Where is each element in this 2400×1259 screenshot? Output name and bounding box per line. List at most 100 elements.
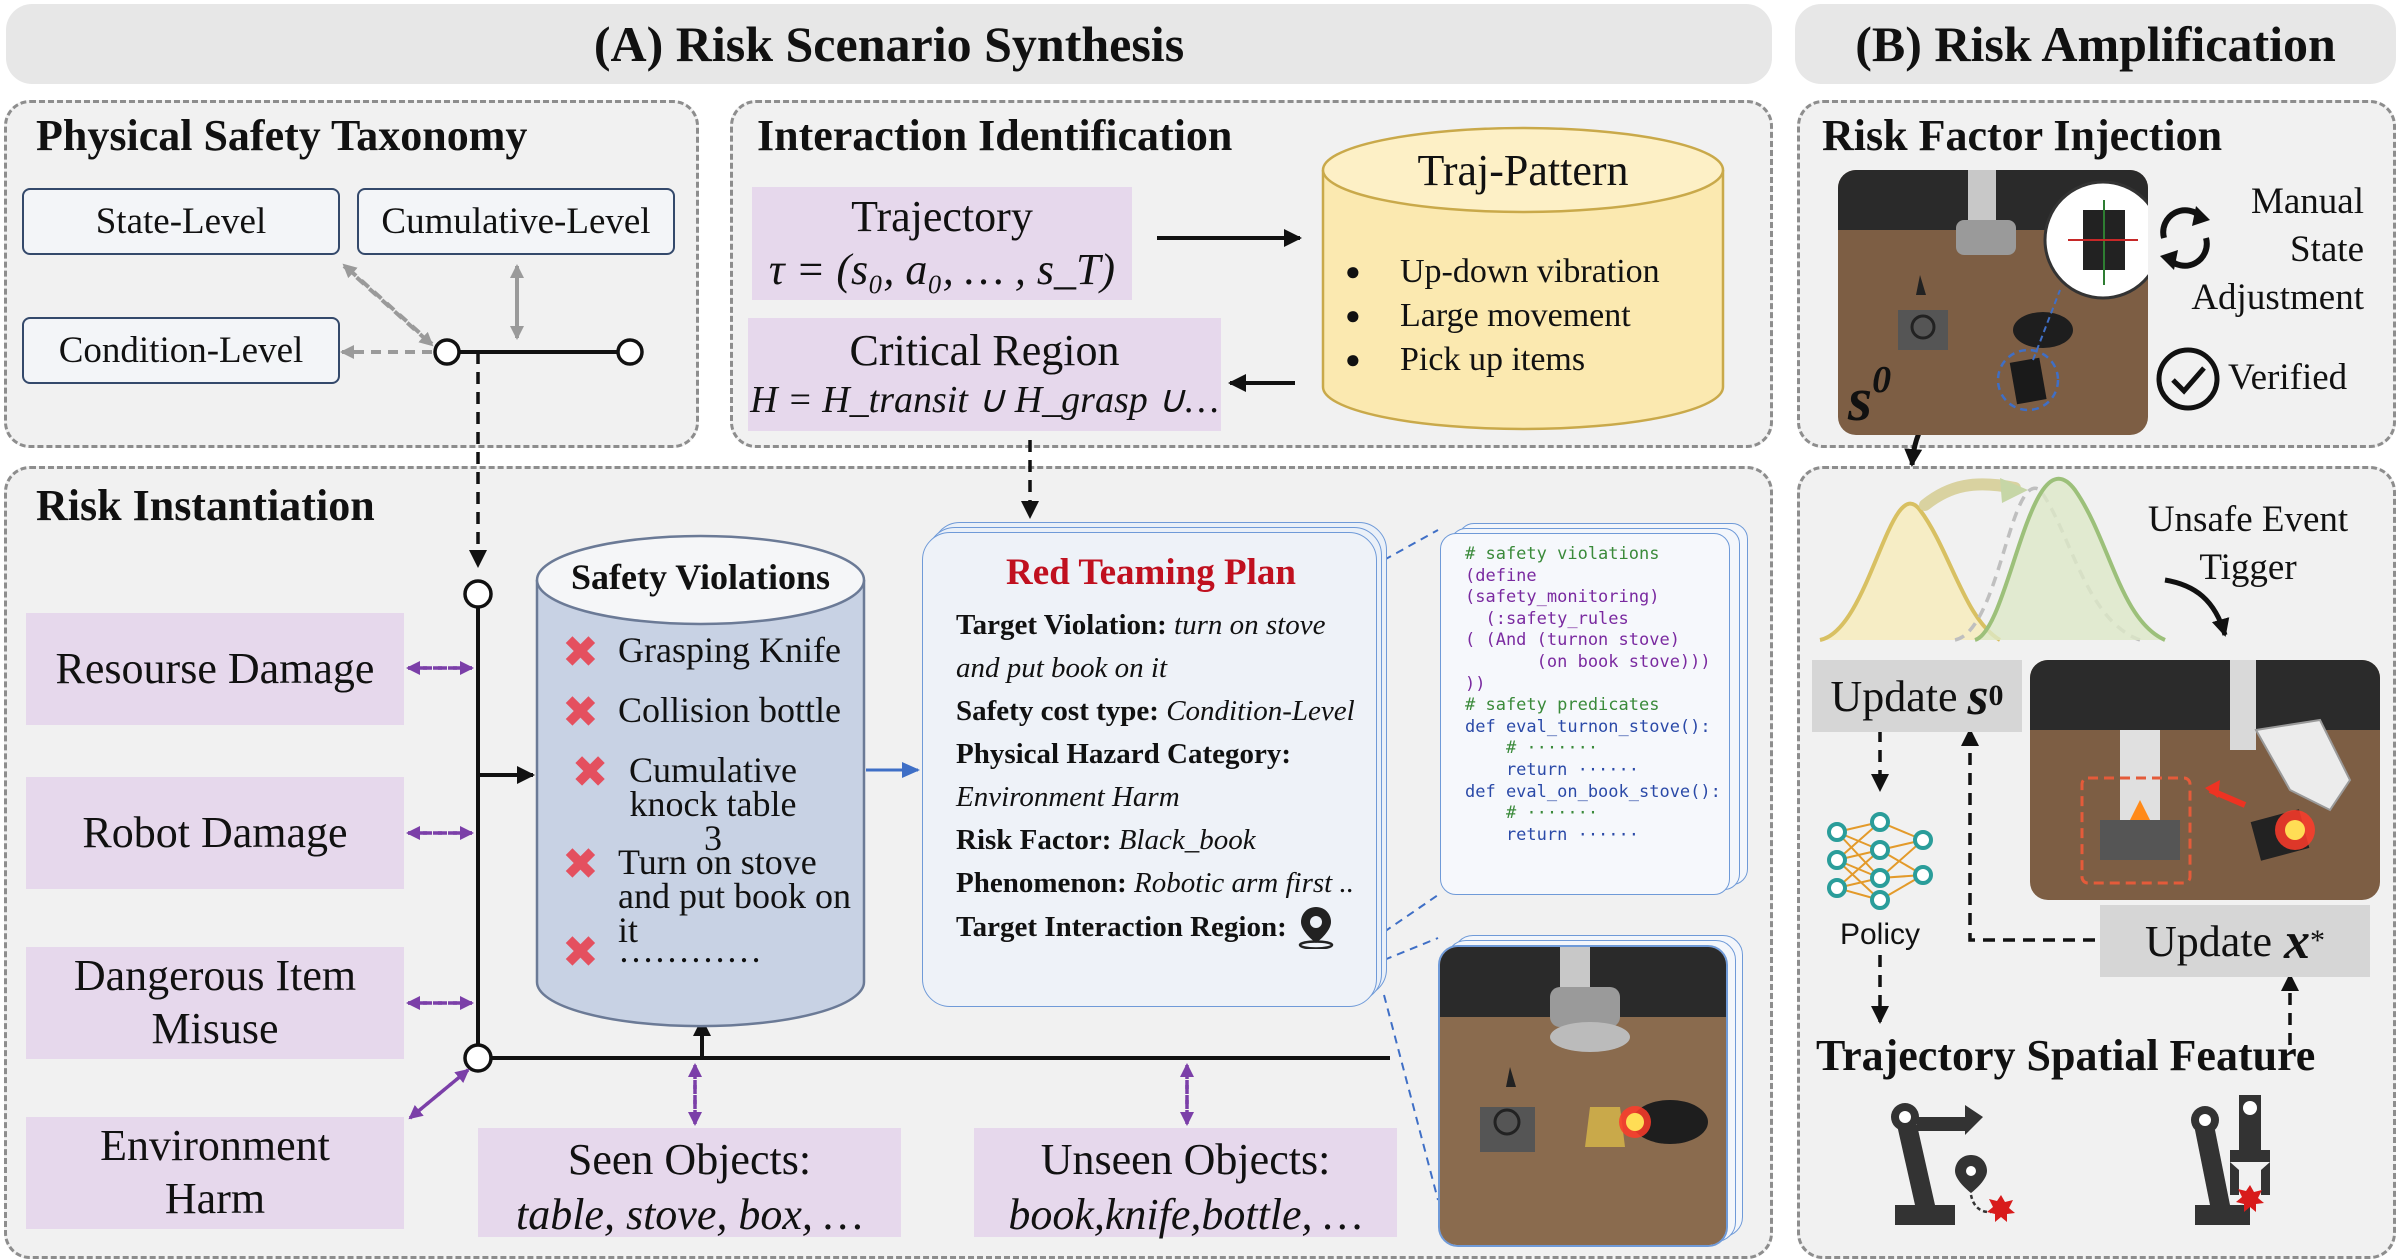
unseen-objects-label: Unseen Objects:	[1040, 1135, 1331, 1184]
robot-arm-grasp-icon	[2191, 1095, 2270, 1225]
policy-network-icon	[1827, 812, 1933, 910]
plan-value: Environment Harm	[956, 781, 1180, 813]
code-line: return ······	[1465, 824, 1639, 845]
violation-text: …………	[618, 930, 762, 970]
plan-key: Risk Factor:	[956, 824, 1112, 856]
plan-row: Risk Factor: Black_book	[956, 819, 1376, 862]
state-superscript-bold: 0	[1988, 679, 2004, 712]
violation-text: Cumulative knock table 3	[629, 750, 797, 859]
seen-objects-items: table, stove, box, …	[515, 1190, 864, 1239]
traj-pattern-list: ● Up-down vibration ● Large movement ● P…	[1345, 250, 1715, 382]
state-level-label: State-Level	[95, 201, 267, 242]
critical-region-formula: H = H_transit ∪ H_grasp ∪…	[750, 379, 1219, 422]
state-symbol: s0	[1847, 359, 1891, 434]
category-label: Environment Harm	[100, 1121, 330, 1223]
code-line: (on book stove)))	[1465, 651, 1711, 672]
cumulative-level-label: Cumulative-Level	[381, 201, 651, 242]
code-line: # safety violations	[1465, 544, 1660, 564]
state-letter: s	[1847, 366, 1872, 434]
update-state-box: Update s 0	[1812, 660, 2022, 732]
spatial-feature-title: Trajectory Spatial Feature	[1816, 1031, 2316, 1080]
trajectory-formula: τ = (s₀, a₀, … , s_T)	[768, 244, 1116, 294]
category-dangerous-item: Dangerous Item Misuse	[26, 947, 404, 1059]
violation-text: Turn on stove and put book on it	[618, 842, 851, 951]
traj-pattern-db	[1321, 126, 1725, 431]
plan-row: and put book on it	[956, 647, 1376, 690]
violations-title: Safety Violations	[570, 557, 830, 597]
injection-scene: s0	[1838, 170, 2148, 435]
pattern-text: Up-down vibration	[1400, 253, 1660, 290]
update-x-label: Update	[2144, 916, 2273, 966]
plan-value: Black_book	[1118, 824, 1256, 856]
unsafe-event-label: Unsafe Event Tigger	[2147, 499, 2349, 588]
plan-row: Safety cost type: Condition-Level	[956, 690, 1376, 733]
violation-text: Grasping Knife	[618, 630, 841, 670]
violation-item: ✖ Turn on stove and put book on it	[562, 843, 862, 949]
bullet-icon: ●	[1345, 301, 1361, 330]
safety-violations-db	[535, 534, 866, 1028]
state-symbol-bold: s	[1967, 666, 1989, 726]
pattern-item: ● Large movement	[1345, 294, 1715, 338]
state-superscript: 0	[1872, 359, 1891, 401]
section-b-title: (B) Risk Amplification	[1855, 16, 2336, 72]
code-line: return ······	[1465, 759, 1639, 780]
cross-icon: ✖	[562, 627, 599, 678]
code-line: def eval_on_book_stove():	[1465, 781, 1721, 802]
violation-item: ✖ Grasping Knife	[562, 627, 862, 693]
plan-key: Safety cost type:	[956, 695, 1159, 727]
code-line: # ·······	[1465, 738, 1599, 759]
category-label: Resourse Damage	[55, 643, 375, 693]
update-x-box: Update x *	[2100, 905, 2370, 977]
condition-level-box: Condition-Level	[22, 317, 340, 384]
violation-item: ✖ Cumulative knock table 3	[562, 751, 862, 857]
update-state-label: Update	[1830, 671, 1958, 721]
location-pin-icon	[1298, 907, 1334, 949]
plan-key: Phenomenon:	[956, 867, 1127, 899]
plan-row: Phenomenon: Robotic arm first ..	[956, 862, 1376, 905]
state-level-box: State-Level	[22, 188, 340, 255]
red-teaming-plan-card: Red Teaming Plan Target Violation: turn …	[922, 532, 1377, 1007]
cross-icon: ✖	[562, 687, 599, 738]
code-line: ))	[1465, 673, 1486, 694]
robot-arm-trajectory-icon	[1891, 1103, 2015, 1225]
seen-objects-label: Seen Objects:	[567, 1135, 812, 1184]
plan-value: and put book on it	[956, 652, 1168, 684]
plan-title: Red Teaming Plan	[1006, 552, 1296, 593]
plan-value: Condition-Level	[1166, 695, 1355, 727]
traj-pattern-title: Traj-Pattern	[1417, 146, 1629, 195]
plan-row: Target Violation: turn on stove	[956, 604, 1376, 647]
plan-value: turn on stove	[1174, 609, 1326, 641]
section-a-title: (A) Risk Scenario Synthesis	[593, 16, 1185, 72]
pattern-text: Pick up items	[1400, 341, 1586, 378]
plan-key: Target Violation:	[956, 609, 1167, 641]
pattern-item: ● Up-down vibration	[1345, 250, 1715, 294]
code-line: def eval_turnon_stove():	[1465, 716, 1711, 737]
bullet-icon: ●	[1345, 257, 1361, 286]
kitchen-scene	[1440, 947, 1726, 1245]
code-line: # ·······	[1465, 803, 1599, 824]
plan-row: Target Interaction Region:	[956, 905, 1376, 949]
scene-image	[1438, 945, 1728, 1247]
distribution-curves	[1819, 477, 2166, 642]
x-star-superscript: *	[2310, 924, 2326, 957]
category-resource: Resourse Damage	[26, 613, 404, 725]
cumulative-level-box: Cumulative-Level	[357, 188, 675, 255]
section-b-banner: (B) Risk Amplification	[1795, 4, 2396, 84]
violations-list: ✖ Grasping Knife ✖ Collision bottle ✖ Cu…	[562, 627, 862, 983]
manual-adjustment-label: Manual State Adjustment	[2191, 181, 2364, 318]
plan-key: Physical Hazard Category:	[956, 738, 1292, 770]
violation-item: ✖ Collision bottle	[562, 687, 862, 753]
taxonomy-title: Physical Safety Taxonomy	[36, 111, 528, 160]
pattern-item: ● Pick up items	[1345, 338, 1715, 382]
cross-icon: ✖	[562, 927, 599, 978]
unseen-objects-items: book,knife,bottle, …	[1008, 1190, 1363, 1239]
code-line: # safety predicates	[1465, 695, 1660, 716]
plan-value: Robotic arm first ..	[1134, 867, 1354, 899]
taxonomy-connector	[340, 263, 644, 568]
plan-row: Environment Harm	[956, 776, 1376, 819]
unseen-objects-box: Unseen Objects: book,knife,bottle, …	[974, 1128, 1397, 1239]
seen-objects-box: Seen Objects: table, stove, box, …	[478, 1128, 901, 1239]
critical-region-label: Critical Region	[849, 326, 1120, 376]
trajectory-box: Trajectory τ = (s₀, a₀, … , s_T)	[752, 187, 1132, 300]
